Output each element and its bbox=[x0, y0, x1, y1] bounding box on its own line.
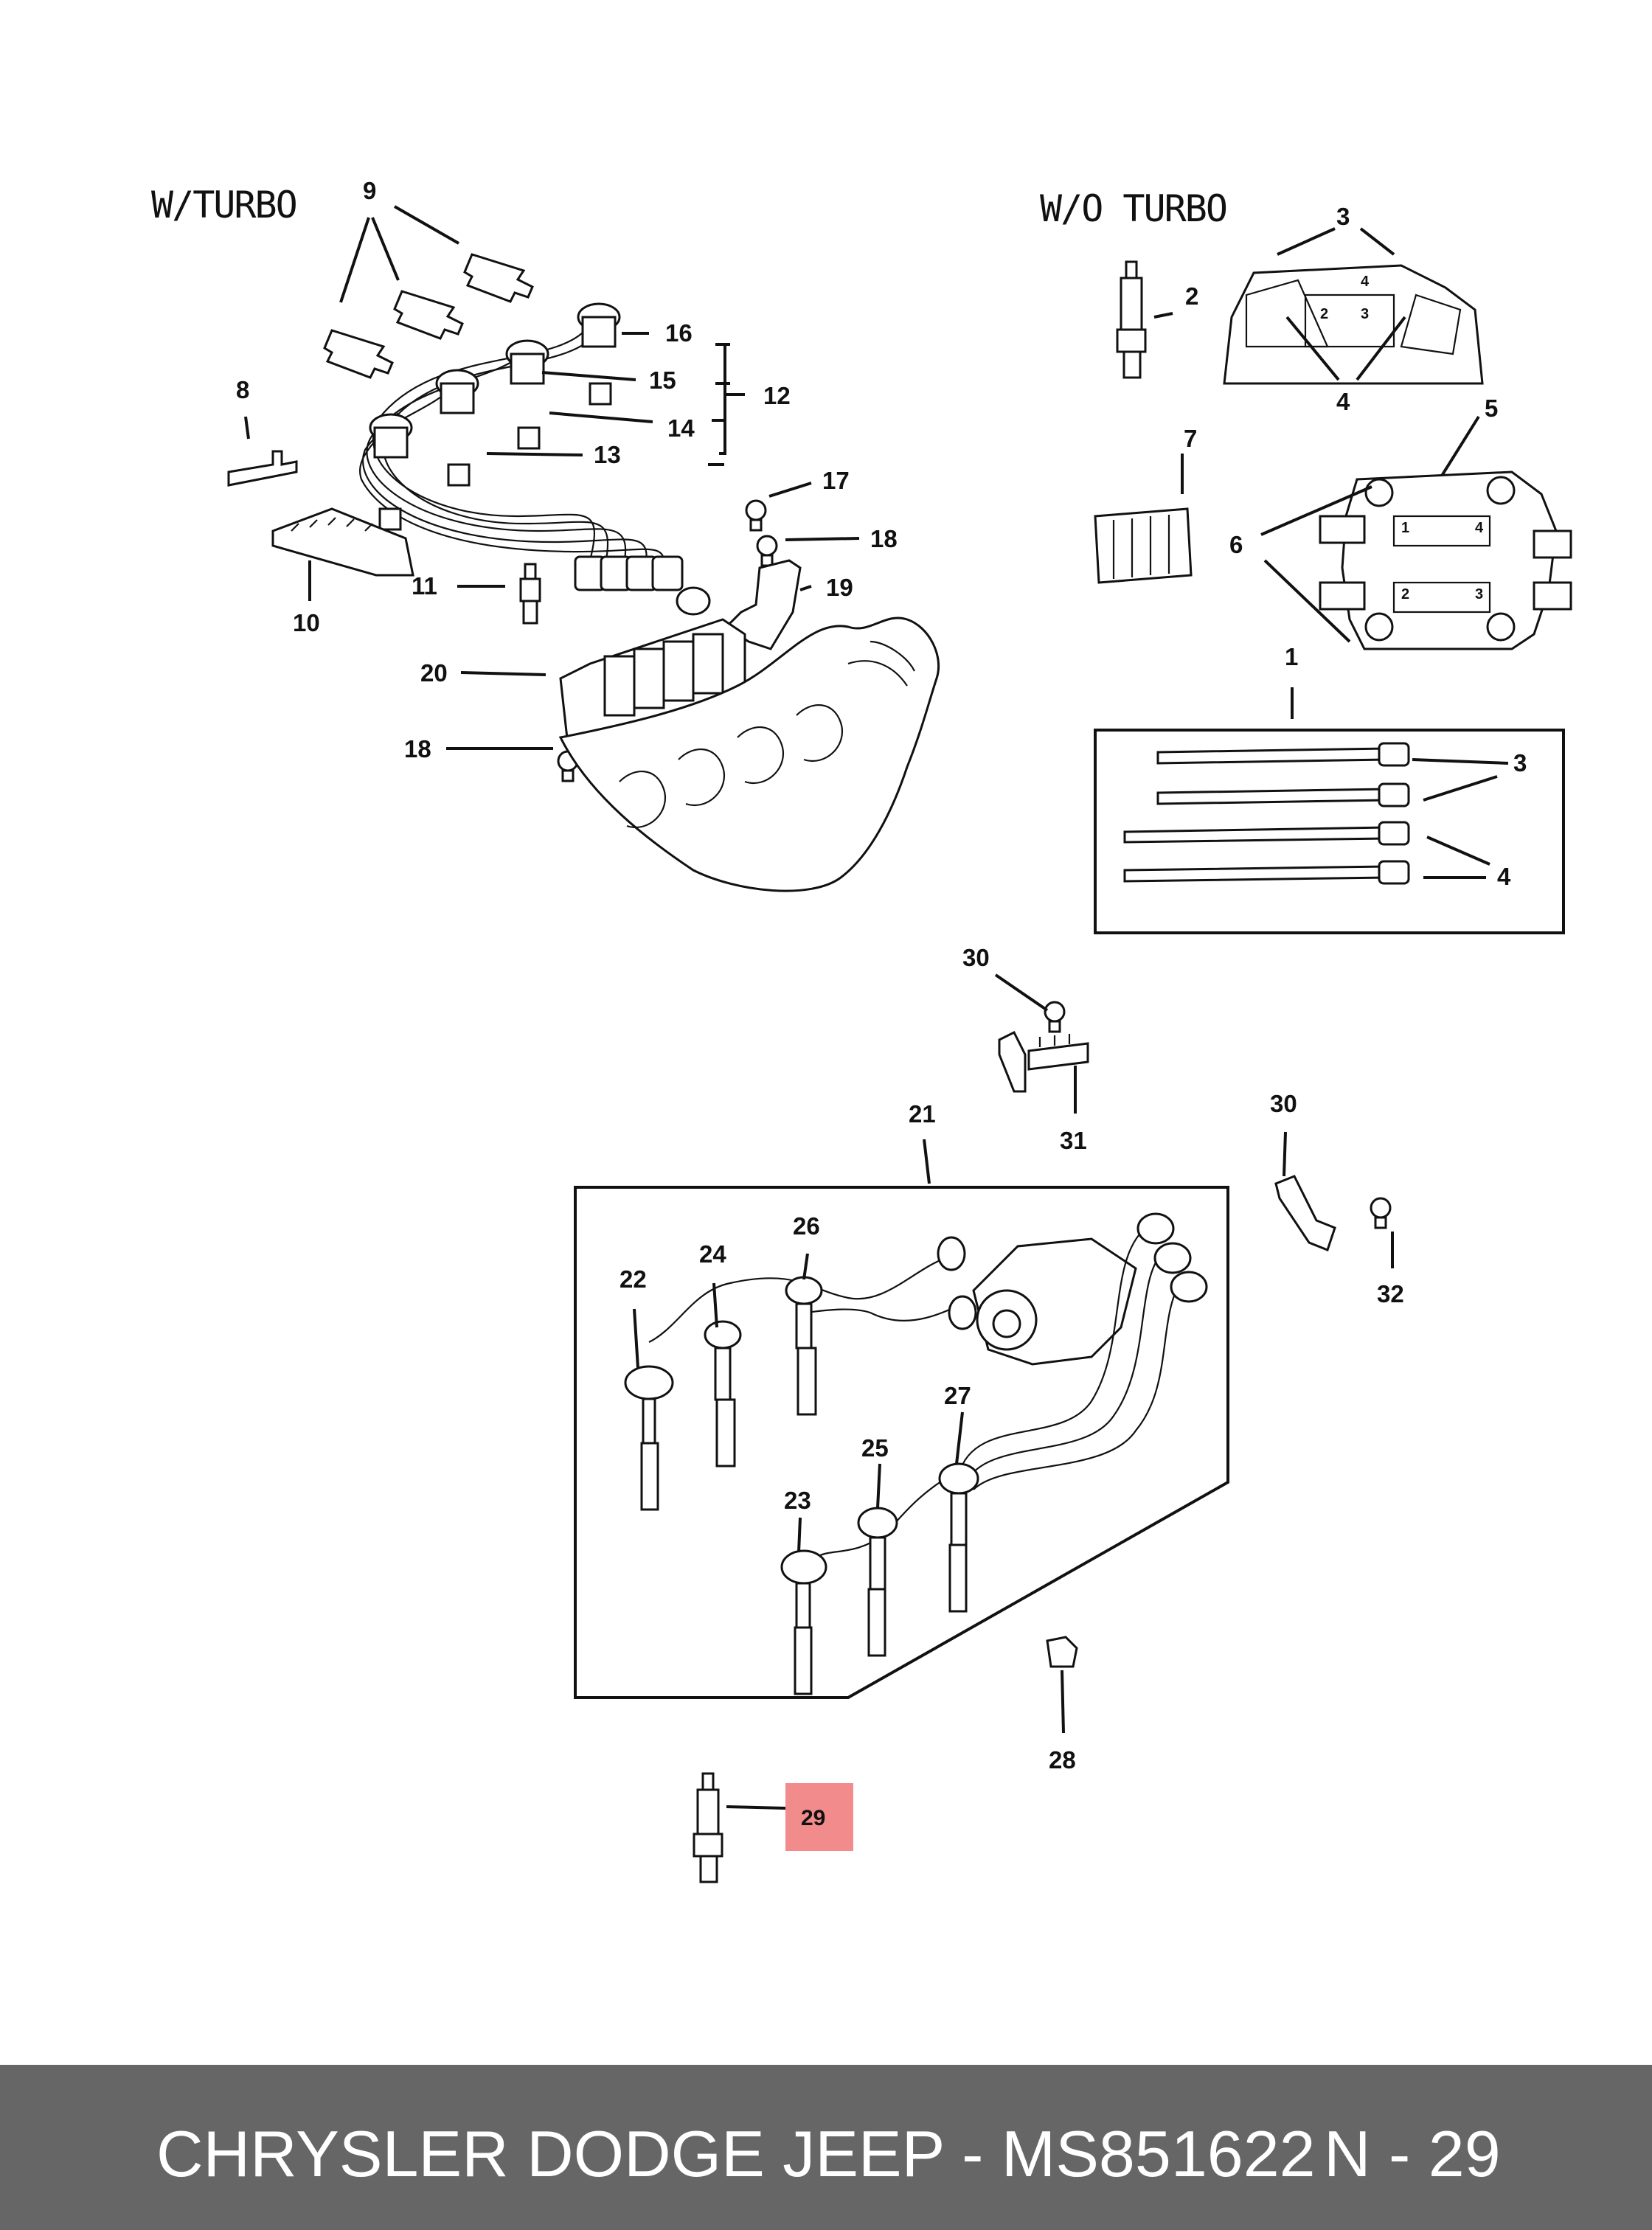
bracket-31 bbox=[998, 1030, 1089, 1093]
callout-24: 24 bbox=[699, 1240, 726, 1268]
bolt-32 bbox=[1370, 1197, 1392, 1229]
callout-18: 18 bbox=[870, 525, 898, 552]
callout-17: 17 bbox=[822, 467, 850, 494]
callout-26: 26 bbox=[793, 1212, 820, 1240]
callout-9: 9 bbox=[363, 177, 376, 204]
clip-28 bbox=[1046, 1636, 1078, 1668]
turbo-section-title: W/TURBO bbox=[151, 184, 296, 226]
callout-29: 29 bbox=[801, 1806, 825, 1830]
no-turbo-cable-holder-7 bbox=[1094, 507, 1193, 584]
turbo-bracket-19 bbox=[724, 559, 802, 650]
coil-pack-terminal-3: 3 bbox=[1475, 586, 1483, 602]
cable-set-frame bbox=[1094, 729, 1565, 934]
no-turbo-coil-pack-5: 1 4 2 3 bbox=[1319, 470, 1572, 650]
no-turbo-cable-set-1 bbox=[1123, 742, 1410, 885]
highlight-box-29 bbox=[785, 1783, 853, 1851]
coil-pack-terminal-4: 4 bbox=[1475, 520, 1484, 536]
callout-4b: 4 bbox=[1497, 863, 1511, 890]
callout-25: 25 bbox=[861, 1434, 889, 1462]
callout-3b: 3 bbox=[1513, 749, 1527, 777]
no-turbo-leader-lines bbox=[1153, 227, 1509, 879]
callout-15: 15 bbox=[649, 367, 676, 394]
parts-diagram: W/TURBO W/O TURBO bbox=[151, 177, 1572, 1883]
no-turbo-coil-cap: 2 3 4 bbox=[1223, 264, 1484, 385]
no-turbo-section-title: W/O TURBO bbox=[1040, 187, 1226, 230]
cable-set-21-frame bbox=[574, 1186, 1229, 1699]
turbo-bracket-8 bbox=[227, 450, 298, 487]
turbo-intake-manifold bbox=[558, 616, 940, 892]
callout-21: 21 bbox=[909, 1100, 936, 1128]
callout-5: 5 bbox=[1485, 395, 1498, 422]
callout-20: 20 bbox=[420, 659, 448, 687]
callout-2: 2 bbox=[1185, 282, 1198, 310]
spark-plug-29 bbox=[693, 1772, 723, 1883]
coil-cap-terminal-3: 3 bbox=[1361, 306, 1369, 322]
callout-31: 31 bbox=[1060, 1127, 1087, 1154]
footer-page-label: N - 29 bbox=[1324, 2117, 1501, 2190]
turbo-cable-boots bbox=[574, 555, 684, 591]
callout-6: 6 bbox=[1229, 531, 1243, 558]
callout-1: 1 bbox=[1285, 643, 1298, 670]
callout-19: 19 bbox=[826, 574, 853, 601]
footer-bar: CHRYSLER DODGE JEEP - MS851622 N - 29 bbox=[0, 2065, 1652, 2230]
turbo-leader-lines bbox=[244, 205, 860, 750]
callout-12: 12 bbox=[763, 382, 791, 409]
turbo-heat-protectors bbox=[323, 253, 534, 379]
coil-cap-terminal-4: 4 bbox=[1361, 274, 1370, 290]
callout-23: 23 bbox=[784, 1487, 811, 1514]
callout-22: 22 bbox=[620, 1265, 647, 1293]
callout-10: 10 bbox=[293, 609, 320, 636]
callout-8: 8 bbox=[236, 376, 249, 403]
coil-pack-terminal-2: 2 bbox=[1401, 586, 1409, 602]
callout-7: 7 bbox=[1184, 425, 1197, 452]
turbo-bolt-17 bbox=[745, 499, 767, 532]
callout-18b: 18 bbox=[404, 735, 431, 763]
turbo-bolt-18 bbox=[756, 535, 778, 567]
distributor bbox=[972, 1237, 1137, 1366]
turbo-connector-10 bbox=[271, 507, 414, 577]
callout-30b: 30 bbox=[1270, 1090, 1297, 1117]
lower-leader-lines bbox=[633, 973, 1394, 1810]
callout-4: 4 bbox=[1336, 388, 1350, 415]
callout-11: 11 bbox=[412, 572, 437, 600]
footer-part-label: CHRYSLER DODGE JEEP - MS851622 bbox=[156, 2117, 1316, 2190]
cable-set-21-boots bbox=[624, 1212, 1208, 1695]
callout-3: 3 bbox=[1336, 203, 1350, 230]
callout-28: 28 bbox=[1049, 1746, 1076, 1774]
callout-32: 32 bbox=[1377, 1280, 1404, 1307]
callout-13: 13 bbox=[594, 441, 621, 468]
bolt-30 bbox=[1044, 1001, 1066, 1033]
coil-cap-terminal-2: 2 bbox=[1320, 306, 1328, 322]
turbo-spark-plug-11 bbox=[519, 563, 541, 625]
callout-27: 27 bbox=[944, 1382, 971, 1409]
no-turbo-spark-plug-2 bbox=[1116, 260, 1147, 379]
bracket-30b bbox=[1274, 1175, 1336, 1251]
callout-14: 14 bbox=[667, 414, 695, 442]
coil-pack-terminal-1: 1 bbox=[1401, 520, 1409, 536]
callout-16: 16 bbox=[665, 319, 693, 347]
callout-30: 30 bbox=[962, 944, 990, 971]
turbo-coil-covers bbox=[369, 302, 621, 531]
